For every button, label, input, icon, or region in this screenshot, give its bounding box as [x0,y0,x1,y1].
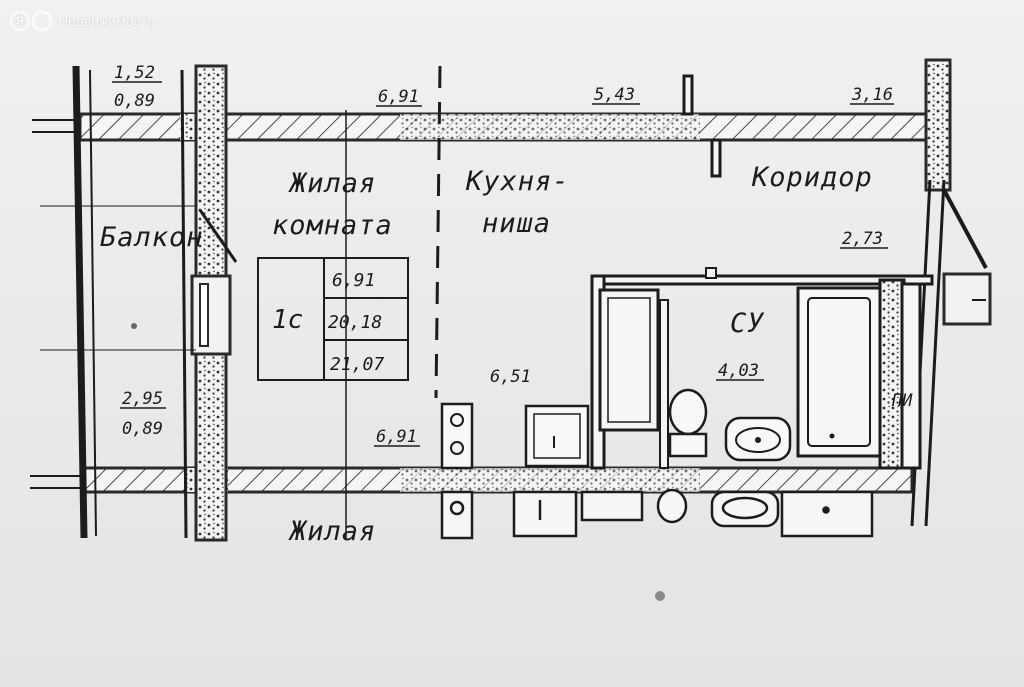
watermark: Я Недвижимость [10,8,154,34]
dust-mark [655,591,665,601]
watermark-text: Недвижимость [58,13,155,29]
room-labels: Жилая комната Кухня- ниша Коридор СУ Бал… [100,162,873,547]
logo-letter: Я [10,11,30,31]
dim-kitchen-area: 6,51 [490,367,531,387]
bathtub-icon [796,286,882,458]
wall-ticks [30,119,196,489]
stove-icon [440,402,474,470]
living-room-label-2: комната [272,210,393,241]
table-text: 1с 6,91 20,18 21,07 [272,270,384,375]
balcony-label: Балкон [100,222,204,253]
apartment-table [257,257,409,381]
toilet-icon [668,388,708,458]
balcony-edge [72,65,97,539]
dim-bathroom-area: 4,03 [718,361,759,381]
partition-stubs [682,74,722,178]
table-cell-living: 6,91 [332,270,375,291]
yandex-logo-icon: Я [10,11,52,31]
bathroom-label: СУ [730,308,765,339]
living-room-label: Жилая [288,168,376,199]
kitchen-sink-icon [524,404,590,468]
lower-apartment [440,488,874,540]
dim-balcony-top-coef: 0,89 [114,91,155,111]
kitchen-appliances [440,402,590,470]
kitchen-label-2: ниша [482,208,551,239]
cabinet-icon [598,288,660,432]
dim-living-bottom: 6,91 [376,427,417,447]
dim-balcony-top-area: 1,52 [114,63,155,83]
kitchen-label: Кухня- [465,166,570,197]
bathroom-block [590,267,934,470]
balcony-wall [180,64,238,542]
pi-label: ПИ [891,391,913,411]
dim-balcony-bottom-area: 2,95 [122,389,163,409]
dust-mark [131,323,137,329]
logo-ring-icon [32,11,52,31]
dimension-labels: 1,52 0,89 6,91 5,43 3,16 2,73 6,51 4,03 … [112,63,913,447]
lower-room-label: Жилая [288,516,376,547]
table-cell-with-balcony: 21,07 [330,354,384,375]
dim-corridor-top: 3,16 [851,85,893,105]
zone-divider [434,65,442,399]
dim-corridor-area: 2,73 [842,229,883,249]
apartment-type: 1с [272,305,303,335]
dim-living-top: 6,91 [378,87,419,107]
corridor-label: Коридор [751,162,873,193]
sink-icon [724,416,792,462]
dim-kitchen-top: 5,43 [594,85,635,105]
dim-balcony-bottom-coef: 0,89 [122,419,163,439]
table-cell-total: 20,18 [328,312,382,333]
